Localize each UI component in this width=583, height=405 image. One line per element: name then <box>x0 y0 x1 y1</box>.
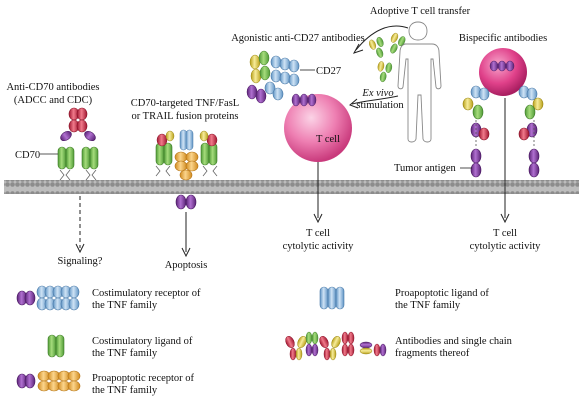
stimulation-label: stimulation <box>356 100 404 111</box>
legend-proapoptotic-ligand-line2: the TNF family <box>395 300 461 311</box>
panel-agonistic-cd27: Agonistic anti-CD27 antibodies CD27 T ce… <box>231 33 365 252</box>
legend-costim-ligand-line1: Costimulatory ligand of <box>92 336 193 347</box>
panel-fusion-proteins: CD70-targeted TNF/FasL or TRAIL fusion p… <box>131 98 239 271</box>
agonistic-cd27-label: Agonistic anti-CD27 antibodies <box>231 33 365 44</box>
legend-proapoptotic-ligand-line1: Proapoptotic ligand of <box>395 288 489 299</box>
legend-proapoptotic-ligand-icon <box>319 286 345 310</box>
legend-proapoptotic-receptor-line2: the TNF family <box>92 385 158 396</box>
bispecific-label: Bispecific antibodies <box>459 33 547 44</box>
legend-costim-ligand-icon <box>47 334 65 358</box>
panel-adoptive-transfer: Adoptive T cell transfer Ex vivo s <box>349 6 471 143</box>
fusion-label-line1: CD70-targeted TNF/FasL <box>131 98 239 109</box>
anti-cd70-antibody-icon <box>60 107 96 142</box>
legend-costim-receptor-line2: the TNF family <box>92 300 158 311</box>
cd70-ligand-icon <box>57 146 99 181</box>
legend: Costimulatory receptor of the TNF family… <box>16 285 513 396</box>
legend-antibodies-icon <box>283 331 387 361</box>
transfer-antibodies-icon <box>369 32 406 83</box>
cell-membrane <box>4 180 579 194</box>
legend-proapoptotic-receptor-line1: Proapoptotic receptor of <box>92 373 195 384</box>
t-cell-label: T cell <box>316 134 340 145</box>
adoptive-transfer-label: Adoptive T cell transfer <box>370 6 471 17</box>
signaling-label: Signaling? <box>58 256 103 267</box>
cd70-label: CD70 <box>15 150 40 161</box>
agonistic-antibody-icon <box>246 50 271 104</box>
center-outcome-line2: cytolytic activity <box>283 241 355 252</box>
tumor-antigen-label: Tumor antigen <box>394 163 456 174</box>
t-cell-receptor-icon <box>291 93 317 107</box>
human-figure-icon <box>397 21 442 143</box>
legend-costim-receptor-line1: Costimulatory receptor of <box>92 288 201 299</box>
fusion-protein-icon <box>155 129 218 210</box>
legend-costim-ligand-line2: the TNF family <box>92 348 158 359</box>
apoptosis-label: Apoptosis <box>165 260 208 271</box>
bispecific-receptor-icon <box>489 60 515 72</box>
right-outcome-line2: cytolytic activity <box>470 241 542 252</box>
t-cell-icon <box>284 94 352 162</box>
bispecific-antibody-right-icon <box>518 85 544 178</box>
panel-anti-cd70: Anti-CD70 antibodies (ADCC and CDC) CD70… <box>6 82 102 267</box>
legend-antibodies-line2: fragments thereof <box>395 348 470 359</box>
bispecific-antibody-left-icon <box>462 85 490 178</box>
legend-costim-receptor-icon <box>16 285 80 311</box>
bispecific-t-cell-icon <box>479 48 527 96</box>
cd27-label: CD27 <box>316 66 341 77</box>
ex-vivo-label: Ex vivo <box>361 88 393 99</box>
legend-proapoptotic-receptor-icon <box>16 370 81 392</box>
fusion-label-line2: or TRAIL fusion proteins <box>131 111 238 122</box>
anti-cd70-label-line2: (ADCC and CDC) <box>14 95 93 106</box>
legend-antibodies-line1: Antibodies and single chain <box>395 336 513 347</box>
anti-cd70-label-line1: Anti-CD70 antibodies <box>6 82 99 93</box>
right-outcome-line1: T cell <box>493 228 517 239</box>
center-outcome-line1: T cell <box>306 228 330 239</box>
cd27-receptor-icon <box>264 55 300 101</box>
panel-bispecific: Bispecific antibodies Tumor antigen T ce… <box>394 33 547 252</box>
